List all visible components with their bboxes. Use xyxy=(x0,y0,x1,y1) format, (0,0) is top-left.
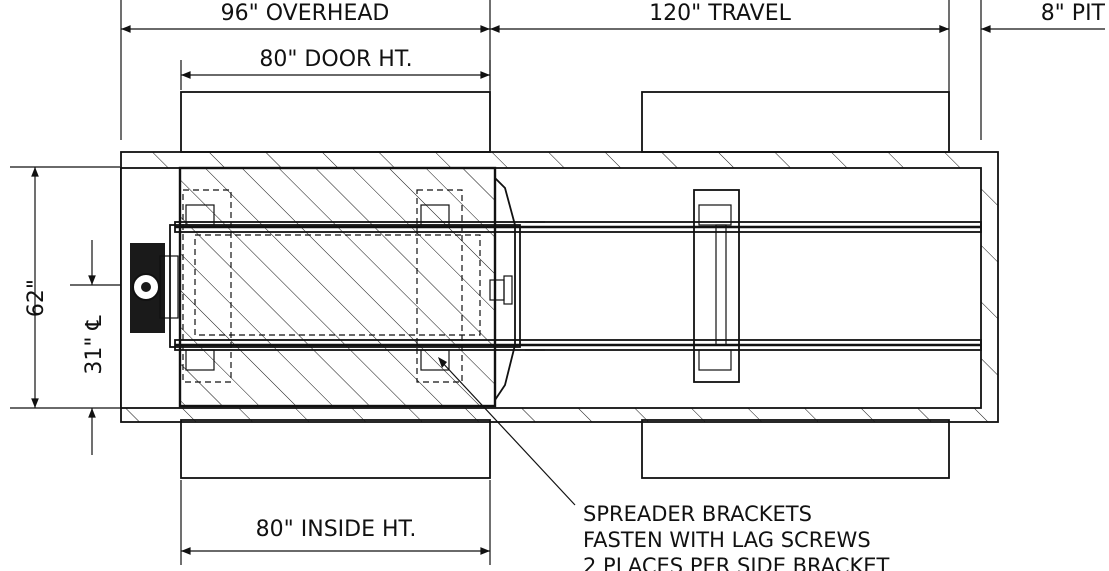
dim-travel-label: 120" TRAVEL xyxy=(649,1,792,26)
spreader-note: SPREADER BRACKETS FASTEN WITH LAG SCREWS… xyxy=(583,502,889,571)
lift-platform xyxy=(169,166,545,408)
dim-centerline-label: 31" ℄ xyxy=(82,315,107,375)
note-line-3: 2 PLACES PER SIDE BRACKET xyxy=(583,554,889,571)
spreader-note-leader xyxy=(438,357,576,506)
dim-pit: 8" PIT xyxy=(920,1,1106,33)
drive-motor xyxy=(130,243,179,333)
dim-pit-label: 8" PIT xyxy=(1041,1,1106,26)
dim-width: 62" xyxy=(24,167,49,409)
dim-door-height-label: 80" DOOR HT. xyxy=(259,47,412,72)
upper-carriage xyxy=(693,189,740,383)
extension-lines xyxy=(10,0,982,565)
dim-inside-height-label: 80" INSIDE HT. xyxy=(256,517,417,542)
dim-centerline: 31" ℄ xyxy=(82,240,107,455)
dim-door-height: 80" DOOR HT. xyxy=(181,47,491,79)
note-line-2: FASTEN WITH LAG SCREWS xyxy=(583,528,871,552)
dim-overhead: 96" OVERHEAD xyxy=(121,1,491,33)
dim-width-label: 62" xyxy=(24,279,49,317)
dim-overhead-label: 96" OVERHEAD xyxy=(221,1,390,26)
dim-travel: 120" TRAVEL xyxy=(489,1,949,33)
dim-inside-height: 80" INSIDE HT. xyxy=(181,517,491,555)
note-line-1: SPREADER BRACKETS xyxy=(583,502,812,526)
